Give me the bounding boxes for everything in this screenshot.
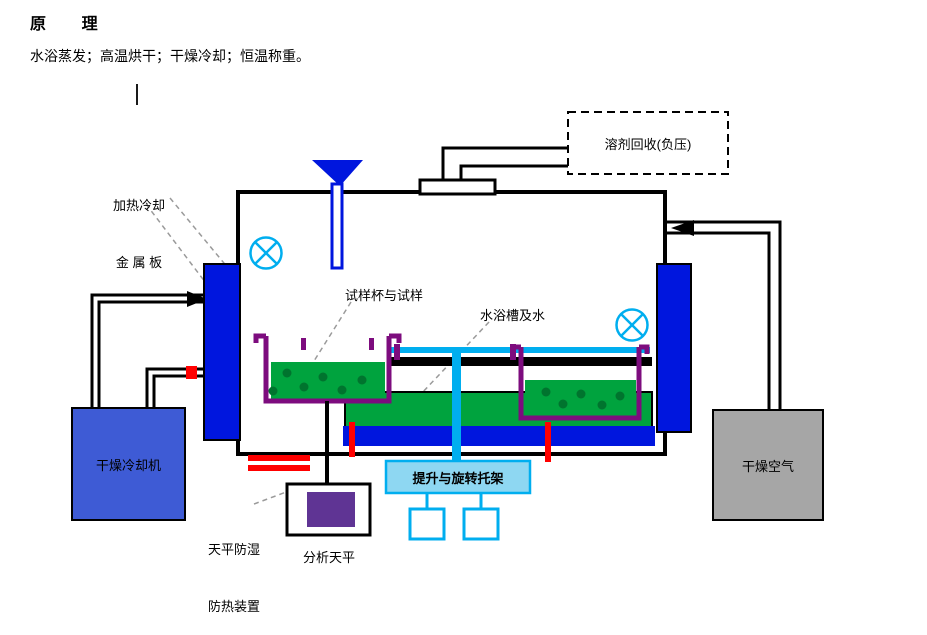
bracket-foot-left <box>408 507 446 541</box>
lift-post <box>452 350 461 462</box>
heater-rod-right <box>545 422 551 462</box>
bracket-foot-right <box>462 507 500 541</box>
coolant-pipe-upper-inner <box>97 300 204 408</box>
fan-icon-right <box>615 308 649 342</box>
heater-element-bottom <box>248 465 310 471</box>
heating-plate-label-line1: 加热冷却 <box>112 198 165 213</box>
balance-guard-label: 天平防湿 防热装置 <box>203 502 265 635</box>
pipe-valve <box>186 366 197 379</box>
heating-plate-label: 加热冷却 金 属 板 <box>101 158 177 291</box>
sample-dot <box>357 375 367 385</box>
sample-dot <box>268 386 278 396</box>
dryer-cooler-box <box>71 407 186 521</box>
page-title: 原 理 <box>30 16 98 33</box>
balance-wire <box>325 401 329 485</box>
coolant-pipe-lower-inner <box>152 374 204 408</box>
sample-cup-right-hangers <box>510 344 650 354</box>
bracket-legs <box>425 493 483 509</box>
sample-dot <box>576 389 586 399</box>
dry-air-label: 干燥空气 <box>741 458 794 474</box>
heating-plate-label-line2: 金 属 板 <box>115 255 163 270</box>
dry-air-box <box>712 409 824 521</box>
chamber-top-flange <box>418 178 497 196</box>
apparatus-schematic <box>71 111 824 541</box>
text-cursor <box>136 84 138 105</box>
sample-cup-right <box>518 347 642 421</box>
balance-guard-label-line1: 天平防湿 <box>207 542 260 557</box>
sample-dot <box>282 368 292 378</box>
sample-cup-left-hangers <box>253 333 402 343</box>
lift-bracket-box <box>384 459 532 495</box>
sample-dot <box>615 391 625 401</box>
heating-plate-left <box>203 263 241 441</box>
air-flow-left-arrow-icon <box>671 220 694 236</box>
balance-label: 分析天平 <box>303 550 356 565</box>
lift-bracket-label: 提升与旋转托架 <box>412 470 504 486</box>
balance-body <box>307 492 355 527</box>
heater-rod-left <box>349 422 355 457</box>
exhaust-duct-inner <box>459 164 568 183</box>
cup-hook <box>301 338 306 350</box>
leader-line-sample-cup <box>308 301 352 370</box>
balance-guard-label-line2: 防热装置 <box>207 599 260 614</box>
rail-hook-left <box>394 344 400 360</box>
dryer-cooler-label: 干燥冷却机 <box>95 457 161 473</box>
principle-text: 水浴蒸发；高温烘干；干燥冷却；恒温称重。 <box>30 48 310 64</box>
funnel-stem <box>330 182 344 270</box>
heating-plate-right <box>656 263 692 433</box>
cup-hook <box>369 338 374 350</box>
leader-line-balance-guard <box>253 490 290 505</box>
sample-dot <box>541 387 551 397</box>
funnel-icon <box>312 160 363 186</box>
fan-icon-left <box>249 236 283 270</box>
sample-dot <box>558 399 568 409</box>
sample-dot <box>318 372 328 382</box>
sample-dot <box>597 400 607 410</box>
solvent-recovery-box <box>567 111 729 175</box>
solvent-recovery-label: 溶剂回收(负压) <box>604 136 692 152</box>
coolant-pipe-lower-outer <box>145 367 204 408</box>
exhaust-duct-outer <box>441 146 568 183</box>
bath-base-plate <box>343 426 655 446</box>
sample-contents-left <box>271 362 385 401</box>
sample-dot <box>299 382 309 392</box>
coolant-flow-right-arrow-icon <box>187 291 207 307</box>
heater-element-top <box>248 455 310 461</box>
water-bath-label: 水浴槽及水 <box>480 308 546 323</box>
dry-air-pipe-inner <box>665 231 771 410</box>
sample-dot <box>337 385 347 395</box>
dry-air-pipe-outer <box>665 220 782 410</box>
sample-cup-label: 试样杯与试样 <box>345 288 424 303</box>
coolant-pipe-upper-outer <box>90 293 204 408</box>
